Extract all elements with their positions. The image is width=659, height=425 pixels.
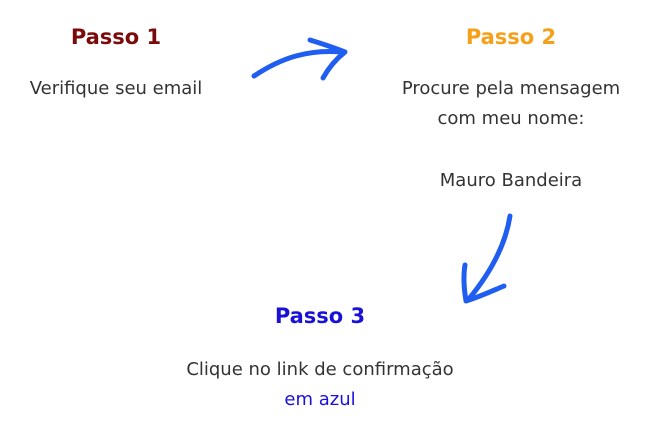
step-2-text-line-1: Procure pela mensagem — [401, 78, 621, 99]
step-1-text: Verifique seu email — [29, 78, 203, 99]
step-3-instruction: Clique no link de confirmação — [186, 359, 454, 380]
curved-arrow-down-icon — [461, 213, 513, 304]
step-2-text: Procure pela mensagem com meu nome: — [380, 74, 642, 134]
step-3-text: Clique no link de confirmação em azul — [150, 355, 490, 415]
curved-arrow-right-icon — [251, 37, 348, 81]
step-3-title: Passo 3 — [274, 304, 366, 328]
step-1-title: Passo 1 — [70, 25, 162, 49]
step-3: Passo 3 Clique no link de confirmação em… — [150, 303, 490, 415]
step-3-link-text: em azul — [284, 389, 356, 410]
step-2: Passo 2 Procure pela mensagem com meu no… — [380, 24, 642, 196]
step-2-title: Passo 2 — [465, 25, 557, 49]
step-2-text-line-2: com meu nome: — [437, 108, 585, 129]
sender-name: Mauro Bandeira — [439, 170, 583, 191]
step-1: Passo 1 Verifique seu email — [0, 24, 232, 104]
